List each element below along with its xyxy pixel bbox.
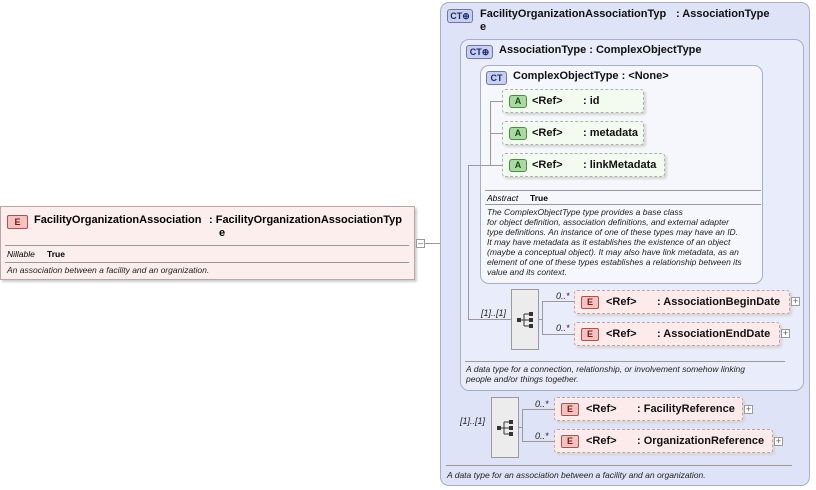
assoc-seq-horizontal — [468, 319, 511, 320]
element-ref: <Ref> — [606, 296, 637, 308]
expand-toggle[interactable]: + — [791, 296, 800, 306]
element-association-begin-date[interactable]: E <Ref> : AssociationBeginDate — [574, 290, 790, 314]
attribute-ref: <Ref> — [532, 127, 563, 139]
assoc-sequence-cardinality: [1]..[1] — [481, 308, 507, 318]
complex-object-doc-7: value and its context. — [487, 267, 567, 277]
attribute-metadata[interactable]: A <Ref> : metadata — [502, 121, 644, 145]
attribute-connector-id — [490, 101, 502, 102]
attribute-name: : metadata — [583, 127, 639, 139]
connector-end-date — [542, 334, 574, 335]
outer-sequence-compositor[interactable] — [491, 397, 519, 458]
complex-type-badge: CT⊕ — [447, 9, 473, 23]
complex-object-doc-1: The ComplexObjectType type provides a ba… — [487, 207, 683, 217]
association-type-label: AssociationType : ComplexObjectType — [499, 44, 702, 56]
connector-organization-ref — [522, 441, 554, 442]
outer-type-name-wrap: e — [480, 21, 487, 33]
element-badge: E — [581, 296, 599, 309]
element-badge: E — [7, 215, 28, 229]
element-badge: E — [561, 435, 579, 448]
attribute-connector-linkmetadata — [490, 165, 502, 166]
root-element[interactable]: E FacilityOrganizationAssociation : Faci… — [0, 206, 415, 280]
attribute-ref: <Ref> — [532, 95, 563, 107]
attribute-name: : id — [583, 95, 600, 107]
connector-root-to-type — [425, 243, 452, 244]
element-facility-reference[interactable]: E <Ref> : FacilityReference — [554, 397, 743, 421]
element-ref: <Ref> — [586, 435, 617, 447]
element-name: : OrganizationReference — [637, 435, 765, 447]
complex-type-badge: CT — [486, 71, 507, 85]
divider — [485, 204, 761, 205]
assoc-sequence-compositor[interactable] — [511, 289, 539, 350]
sequence-icon — [517, 312, 533, 328]
facility-ref-cardinality: 0..* — [535, 399, 549, 409]
outer-sequence-cardinality: [1]..[1] — [460, 416, 486, 426]
outer-type-name: FacilityOrganizationAssociationTyp — [480, 8, 667, 20]
attribute-linkmetadata[interactable]: A <Ref> : linkMetadata — [502, 153, 665, 177]
attribute-badge: A — [509, 95, 527, 108]
attribute-connector-metadata — [490, 133, 502, 134]
element-badge: E — [581, 328, 599, 341]
complex-object-doc-5: (maybe a conceptual object). It may also… — [487, 247, 739, 257]
nillable-value: True — [47, 249, 65, 259]
attribute-badge: A — [509, 127, 527, 140]
organization-ref-cardinality: 0..* — [535, 431, 549, 441]
outer-seq-out-vertical — [522, 409, 523, 442]
element-type-wrap: e — [219, 227, 226, 239]
complex-type-badge: CT⊕ — [466, 45, 493, 59]
assoc-seq-out — [539, 319, 543, 320]
attribute-badge: A — [509, 159, 527, 172]
element-badge: E — [561, 403, 579, 416]
attribute-connector-down — [468, 165, 491, 166]
element-organization-reference[interactable]: E <Ref> : OrganizationReference — [554, 429, 773, 453]
connector-facility-ref — [522, 409, 554, 410]
complex-object-doc-2: for object definition, association defin… — [487, 217, 729, 227]
divider — [446, 465, 792, 466]
divider — [5, 245, 409, 246]
abstract-value: True — [530, 193, 548, 203]
association-type-doc-2: people and/or things together. — [466, 374, 579, 384]
association-type-doc-1: A data type for a connection, relationsh… — [466, 364, 745, 374]
complex-object-type-label: ComplexObjectType : <None> — [513, 70, 669, 82]
complex-object-doc-3: type definitions. An instance of one of … — [487, 227, 739, 237]
collapse-toggle[interactable]: – — [416, 238, 425, 248]
element-documentation: An association between a facility and an… — [7, 265, 210, 275]
outer-seq-out — [519, 427, 523, 428]
element-name: : AssociationEndDate — [657, 328, 771, 340]
element-ref: <Ref> — [586, 403, 617, 415]
outer-type-base: : AssociationType — [676, 8, 770, 20]
assoc-seq-out-vertical — [542, 301, 543, 335]
element-name: FacilityOrganizationAssociation — [34, 214, 202, 226]
begin-date-cardinality: 0..* — [556, 291, 570, 301]
sequence-icon — [497, 420, 513, 436]
complex-object-doc-4: It may have metadata as it establishes t… — [487, 237, 731, 247]
expand-toggle[interactable]: + — [774, 436, 783, 446]
end-date-cardinality: 0..* — [556, 323, 570, 333]
attribute-id[interactable]: A <Ref> : id — [502, 89, 644, 113]
abstract-label: Abstract — [487, 193, 519, 203]
complex-object-doc-6: element of one of these types establishe… — [487, 257, 742, 267]
attribute-ref: <Ref> — [532, 159, 563, 171]
element-name: : AssociationBeginDate — [657, 296, 781, 308]
expand-toggle[interactable]: + — [781, 328, 790, 338]
attribute-name: : linkMetadata — [583, 159, 657, 171]
outer-type-documentation: A data type for an association between a… — [447, 470, 706, 480]
divider — [485, 190, 761, 191]
divider — [465, 361, 785, 362]
expand-toggle[interactable]: + — [744, 404, 753, 414]
element-association-end-date[interactable]: E <Ref> : AssociationEndDate — [574, 322, 780, 346]
connector-begin-date — [542, 301, 574, 302]
element-name: : FacilityReference — [637, 403, 735, 415]
element-ref: <Ref> — [606, 328, 637, 340]
assoc-seq-vertical — [468, 165, 469, 320]
divider — [5, 262, 409, 263]
nillable-label: Nillable — [7, 249, 35, 259]
element-type: : FacilityOrganizationAssociationTyp — [209, 214, 402, 226]
